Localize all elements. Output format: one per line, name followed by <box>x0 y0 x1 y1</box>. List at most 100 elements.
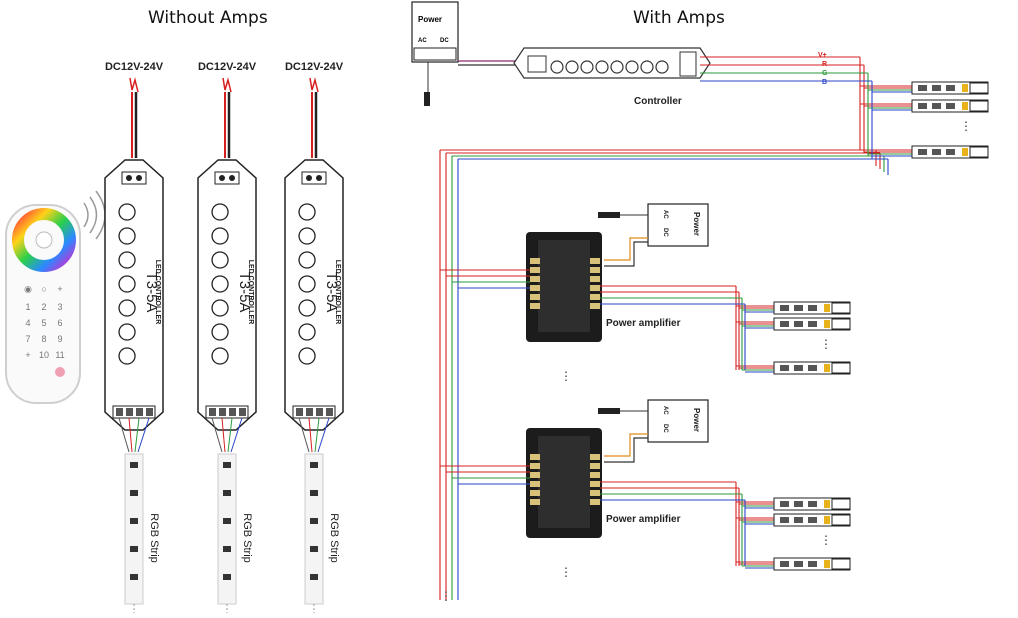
svg-text:7: 7 <box>25 334 30 344</box>
led-button <box>118 347 136 365</box>
led-button <box>118 251 136 269</box>
svg-text:11: 11 <box>55 350 64 360</box>
with-amps-title: With Amps <box>633 8 725 28</box>
indicator-led <box>610 60 624 74</box>
led-button <box>298 347 316 365</box>
indicator-led <box>580 60 594 74</box>
without-amps-title: Without Amps <box>148 8 268 28</box>
led-controller-label: LED CONTROLLER <box>247 260 254 325</box>
led-button <box>211 299 229 317</box>
more-strips-dots: ⋮ <box>960 119 972 133</box>
led-button <box>298 299 316 317</box>
led-strip <box>911 145 989 159</box>
amplifier-block-2: Power AC DC Power amplifier ⋮ ⋮ <box>440 399 851 579</box>
power-label: Power <box>692 212 701 236</box>
svg-text:+: + <box>25 350 30 360</box>
led-strip <box>773 317 851 331</box>
led-strip <box>773 497 851 511</box>
svg-text:10: 10 <box>39 350 49 360</box>
power-amplifier-label: Power amplifier <box>606 514 681 525</box>
signal-icon <box>83 202 89 228</box>
color-wheel-icon <box>12 208 76 272</box>
controller-body <box>284 159 344 431</box>
rgb-strip-label: RGB Strip <box>328 513 340 563</box>
svg-text:3: 3 <box>57 302 62 312</box>
ac-label: AC <box>662 406 668 415</box>
supply-voltage-label: DC12V-24V <box>285 61 344 73</box>
rgb-strip-label: RGB Strip <box>241 513 253 563</box>
svg-text:8: 8 <box>41 334 46 344</box>
svg-text:2: 2 <box>41 302 46 312</box>
led-button <box>298 275 316 293</box>
led-button <box>211 323 229 341</box>
led-strip <box>773 301 851 315</box>
rgb-strip <box>124 453 144 605</box>
power-label: Power <box>692 408 701 432</box>
controller-label: Controller <box>634 96 682 107</box>
dc-label: DC <box>440 38 449 44</box>
led-strip <box>773 513 851 527</box>
amp-power-supply <box>647 399 709 443</box>
led-button <box>298 323 316 341</box>
channel-b-label: B <box>822 79 827 86</box>
more-amps-dots: ⋮ <box>560 369 572 383</box>
rgb-strip <box>217 453 237 605</box>
svg-text:6: 6 <box>57 318 62 328</box>
led-strip <box>911 81 989 95</box>
led-strip <box>773 557 851 571</box>
more-amps-dots: ⋮ <box>560 565 572 579</box>
amp-power-supply <box>647 203 709 247</box>
led-button <box>211 203 229 221</box>
svg-text:9: 9 <box>57 334 62 344</box>
indicator-led <box>655 60 669 74</box>
led-button <box>118 275 136 293</box>
ac-label: AC <box>418 38 427 44</box>
channel-v-plus-label: V+ <box>818 52 827 59</box>
more-strips-dots: ⋮ <box>820 337 832 351</box>
svg-text:1: 1 <box>25 302 30 312</box>
led-controller-label: LED CONTROLLER <box>334 260 341 325</box>
dc-label: DC <box>662 228 668 237</box>
controller-body <box>197 159 257 431</box>
power-plug-icon <box>598 212 620 218</box>
indicator-led <box>565 60 579 74</box>
svg-text:+: + <box>57 284 62 294</box>
controller-model-label: T3-5A <box>323 272 340 313</box>
svg-text:○: ○ <box>41 284 46 294</box>
supply-voltage-label: DC12V-24V <box>105 61 164 73</box>
controller-model-label: T3-5A <box>143 272 160 313</box>
more-strips-dots: ⋮ <box>820 533 832 547</box>
led-controller-label: LED CONTROLLER <box>154 260 161 325</box>
led-button <box>211 347 229 365</box>
led-button <box>118 323 136 341</box>
led-strip <box>911 99 989 113</box>
indicator-led <box>640 60 654 74</box>
led-button <box>298 251 316 269</box>
controller-body <box>104 159 164 431</box>
dc-label: DC <box>662 424 668 433</box>
power-plug-icon <box>598 408 620 414</box>
indicator-led <box>595 60 609 74</box>
svg-text:5: 5 <box>41 318 46 328</box>
led-button <box>211 251 229 269</box>
led-button <box>118 299 136 317</box>
controller-model-label: T3-5A <box>236 272 253 313</box>
led-button <box>118 227 136 245</box>
led-button <box>298 227 316 245</box>
led-button <box>211 275 229 293</box>
rgb-controller: Controller <box>513 47 711 107</box>
ac-label: AC <box>662 210 668 219</box>
main-power-supply: Power AC DC <box>411 1 459 106</box>
power-plug-icon <box>424 92 430 106</box>
svg-text:4: 4 <box>25 318 30 328</box>
indicator-led <box>550 60 564 74</box>
power-label: Power <box>418 15 442 24</box>
rgb-strip <box>304 453 324 605</box>
